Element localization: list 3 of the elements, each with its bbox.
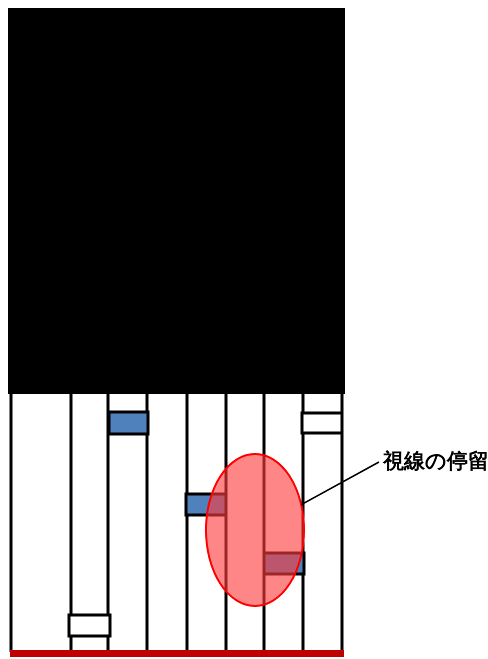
callout-label: 視線の停留 — [383, 447, 488, 475]
leader-line — [300, 461, 380, 506]
highlight-ellipse — [205, 453, 305, 607]
